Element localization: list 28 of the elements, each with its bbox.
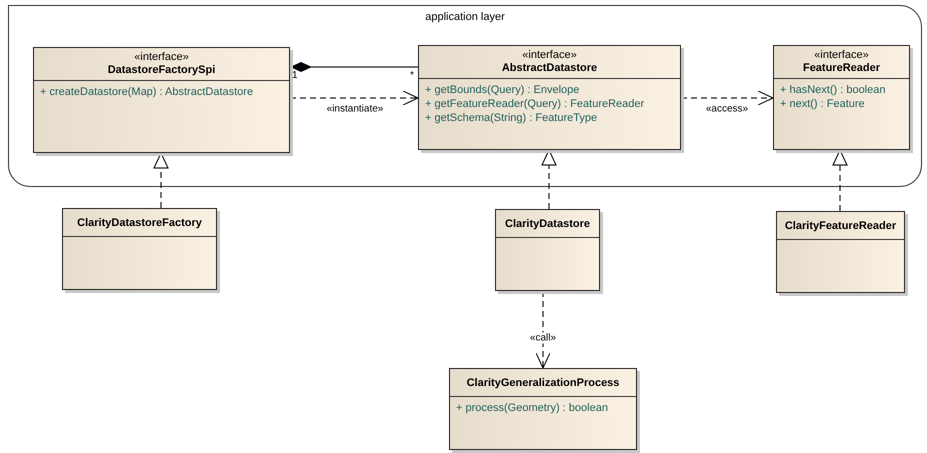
interface-box: [418, 45, 681, 150]
class-box: [776, 211, 905, 293]
class-box: [449, 368, 637, 450]
edge-label: «instantiate»: [326, 104, 384, 114]
operation: + getSchema(String) : FeatureType: [425, 111, 598, 125]
package-frame: [8, 5, 922, 187]
class-name: ClarityGeneralizationProcess: [466, 377, 620, 390]
operation: + getFeatureReader(Query) : FeatureReader: [425, 97, 646, 111]
edge-label: «access»: [704, 104, 750, 114]
multiplicity: *: [410, 70, 414, 81]
package-name: application layer: [425, 11, 505, 23]
class-header: «interface» DatastoreFactorySpi: [106, 51, 216, 77]
edge-label: «call»: [528, 332, 558, 344]
class-header: «interface» AbstractDatastore: [500, 49, 598, 75]
multiplicity: 1: [292, 70, 298, 81]
operation: + hasNext() : boolean: [780, 83, 886, 97]
operation: + getBounds(Query) : Envelope: [425, 83, 580, 97]
operation: + createDatastore(Map) : AbstractDatastore: [40, 85, 254, 99]
class-name: ClarityDatastoreFactory: [76, 217, 203, 230]
class-name: ClarityFeatureReader: [784, 220, 898, 233]
class-box: [62, 208, 217, 290]
class-name: ClarityDatastore: [504, 218, 591, 231]
operation: + process(Geometry) : boolean: [456, 401, 609, 415]
operation: + next() : Feature: [780, 97, 866, 111]
interface-box: [33, 47, 290, 153]
interface-box: [773, 45, 910, 150]
class-box: [495, 209, 600, 291]
class-header: «interface» FeatureReader: [802, 49, 882, 75]
